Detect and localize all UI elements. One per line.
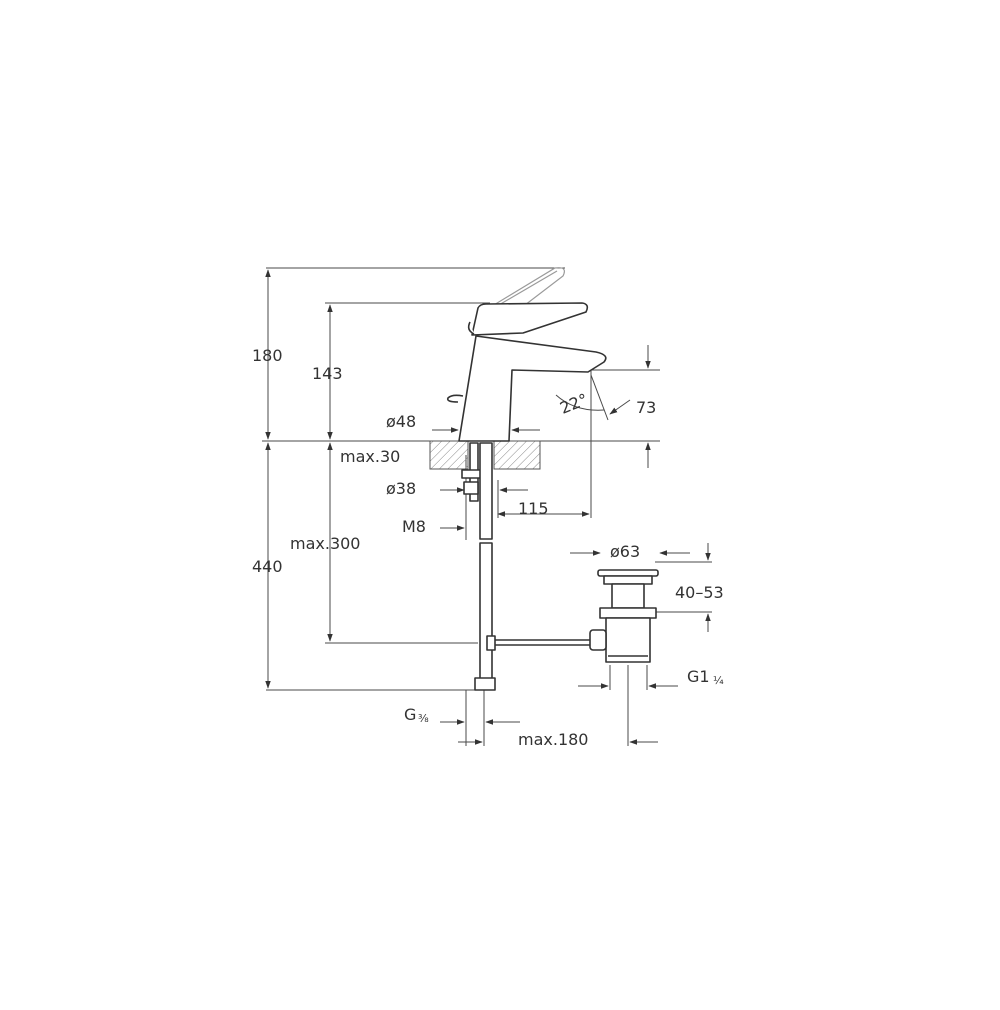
label-143: 143 (312, 364, 343, 383)
faucet-body (446, 302, 607, 442)
label-hole-diameter: ø38 (386, 479, 416, 498)
label-waste-thread-frac: ¼ (713, 674, 724, 687)
lever-open-outline (483, 267, 565, 319)
label-angle: 22° (557, 390, 590, 418)
label-thread: M8 (402, 517, 426, 536)
horizontal-dimension-arrows (432, 427, 690, 745)
label-hose-length: max.300 (290, 534, 360, 553)
label-inlet-thread: G (404, 705, 416, 724)
label-offset: max.180 (518, 730, 588, 749)
mounting-assembly (461, 442, 590, 691)
label-waste-diameter: ø63 (610, 542, 640, 561)
label-waste-range: 40–53 (675, 583, 724, 602)
label-73: 73 (636, 398, 656, 417)
countertop-right (493, 440, 541, 470)
label-180: 180 (252, 346, 283, 365)
label-reach: 115 (518, 499, 549, 518)
label-waste-thread: G1 (687, 667, 710, 686)
label-deck-thickness: max.30 (340, 447, 400, 466)
label-440: 440 (252, 557, 283, 576)
label-base-diameter: ø48 (386, 412, 416, 431)
dimension-labels: 180 143 73 22° ø48 max.30 ø38 115 M8 max… (252, 346, 724, 749)
pop-up-waste (589, 569, 659, 663)
label-inlet-thread-frac: ⅜ (418, 712, 429, 725)
angle-dimension (555, 374, 631, 421)
vertical-dimension-lines (265, 269, 711, 689)
countertop-left (429, 440, 469, 470)
